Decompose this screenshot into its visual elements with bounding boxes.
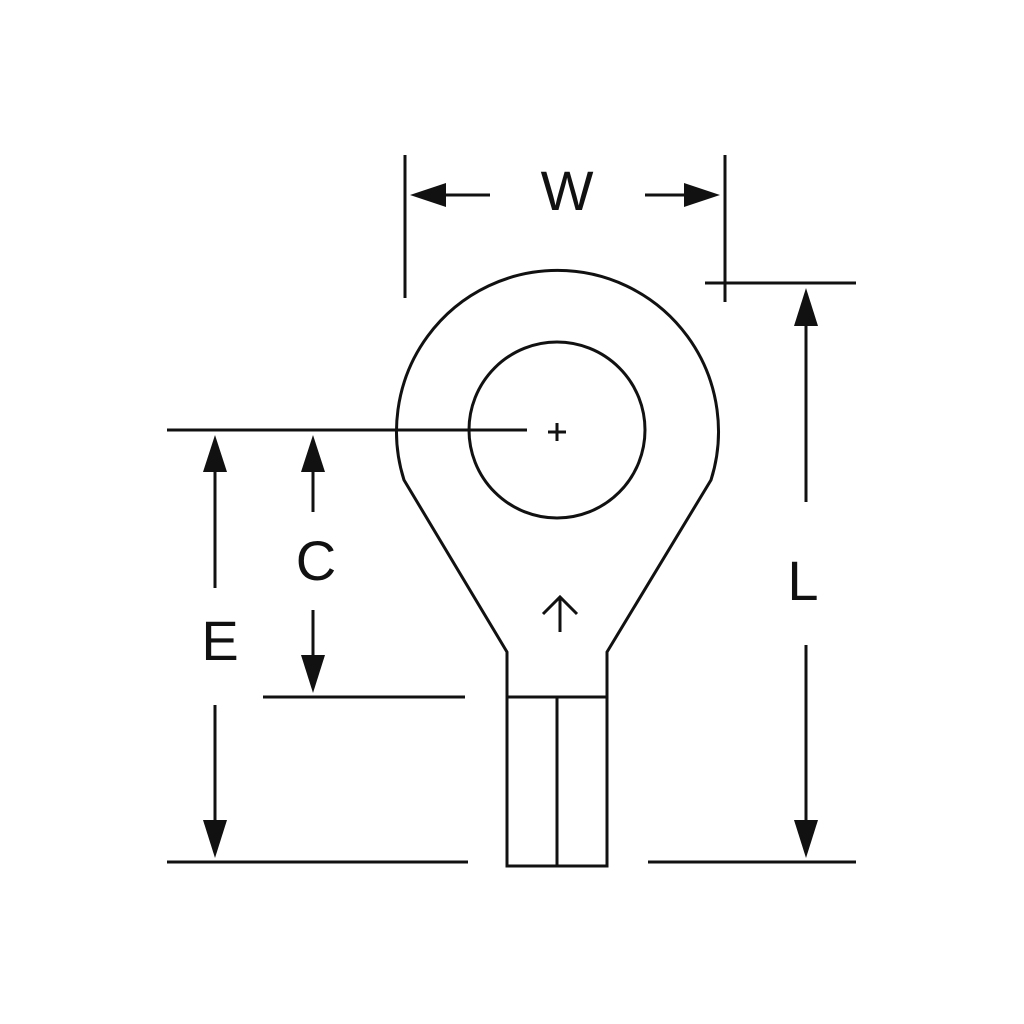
neck-arrow-icon — [541, 594, 579, 632]
e-dimension: E — [201, 435, 239, 858]
c-dimension: C — [296, 435, 336, 693]
e-label: E — [201, 609, 238, 672]
width-dimension: W — [403, 155, 727, 302]
length-dimension: L — [648, 281, 856, 864]
c-label: C — [296, 529, 336, 592]
length-label: L — [787, 549, 818, 612]
terminal-outline — [395, 268, 720, 868]
center-mark — [548, 423, 566, 441]
width-label: W — [541, 159, 594, 222]
